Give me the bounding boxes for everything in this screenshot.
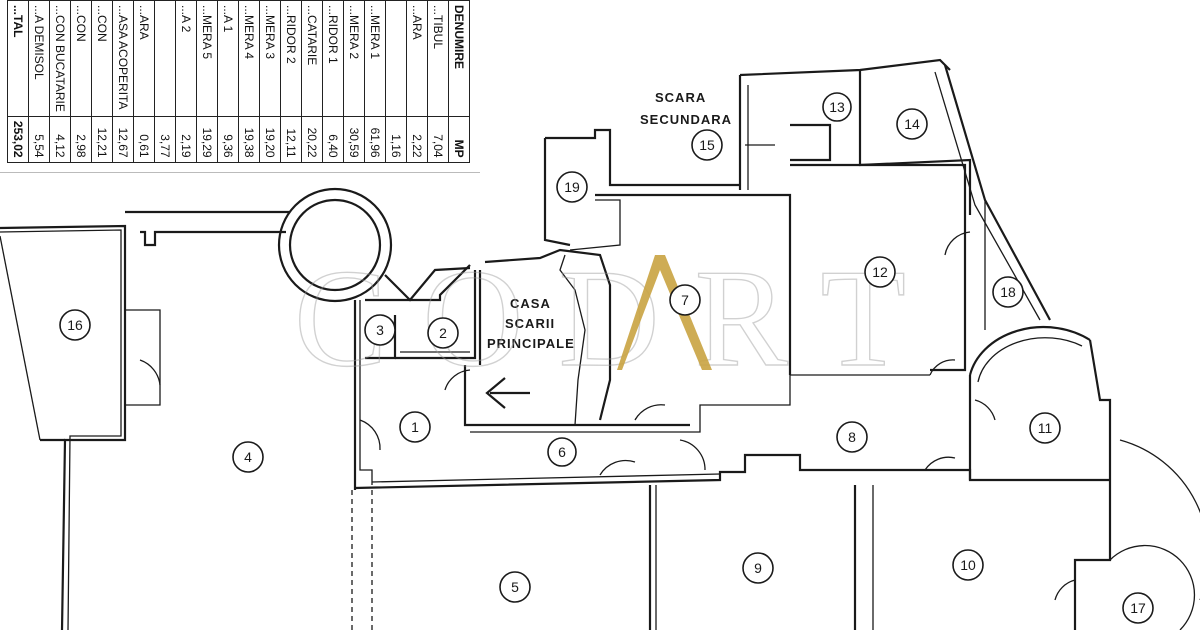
- room-7-number: 7: [681, 292, 689, 308]
- room-5-number: 5: [511, 579, 519, 595]
- room-18-marker: [992, 276, 1024, 308]
- room-8-marker: [836, 421, 868, 453]
- watermark-logo: C O D R T: [293, 240, 906, 396]
- room-2-number: 2: [439, 325, 447, 341]
- room-18-number: 18: [1000, 284, 1016, 300]
- entrance-arrow: [485, 377, 530, 409]
- room-1-number: 1: [411, 419, 419, 435]
- room-3-marker: [364, 314, 396, 346]
- room-19-marker: [556, 171, 588, 203]
- room-1-marker: [399, 411, 431, 443]
- room-15-number: 15: [699, 137, 715, 153]
- room-13-marker: [822, 92, 852, 122]
- room-19-number: 19: [564, 179, 580, 195]
- room-12-marker: [864, 256, 896, 288]
- room-9-number: 9: [754, 560, 762, 576]
- room-13-number: 13: [829, 99, 845, 115]
- room-12-number: 12: [872, 264, 888, 280]
- label-casa: CASA: [510, 296, 551, 311]
- room-8-number: 8: [848, 429, 856, 445]
- room-17-number: 17: [1130, 600, 1146, 616]
- label-scarii: SCARII: [505, 316, 555, 331]
- room-17-marker: [1122, 592, 1154, 624]
- room-3-number: 3: [376, 322, 384, 338]
- room-10-number: 10: [960, 557, 976, 573]
- main-walls: [125, 58, 1200, 630]
- room-11-marker: [1029, 412, 1061, 444]
- label-principale: PRINCIPALE: [487, 336, 575, 351]
- table-divider: [0, 172, 480, 173]
- room-11-number: 11: [1038, 420, 1053, 436]
- room-16-marker: [59, 309, 91, 341]
- svg-text:C O D R T: C O D R T: [294, 241, 906, 396]
- room-14-number: 14: [904, 116, 920, 132]
- label-secundara: SECUNDARA: [640, 112, 732, 127]
- room-16-number: 16: [67, 317, 83, 333]
- room-9-marker: [742, 552, 774, 584]
- label-scara: SCARA: [655, 90, 706, 105]
- door-swings: [139, 231, 1076, 601]
- room-14-marker: [896, 108, 928, 140]
- room-7-marker: [669, 284, 701, 316]
- room-4-marker: [232, 441, 264, 473]
- room-2-marker: [427, 317, 459, 349]
- room-6-number: 6: [558, 444, 566, 460]
- room-6-marker: [547, 437, 577, 467]
- room-10-marker: [952, 549, 984, 581]
- room-15-marker: [691, 129, 723, 161]
- room-5-marker: [499, 571, 531, 603]
- room-16-walls: [0, 224, 161, 630]
- room-4-number: 4: [244, 449, 252, 465]
